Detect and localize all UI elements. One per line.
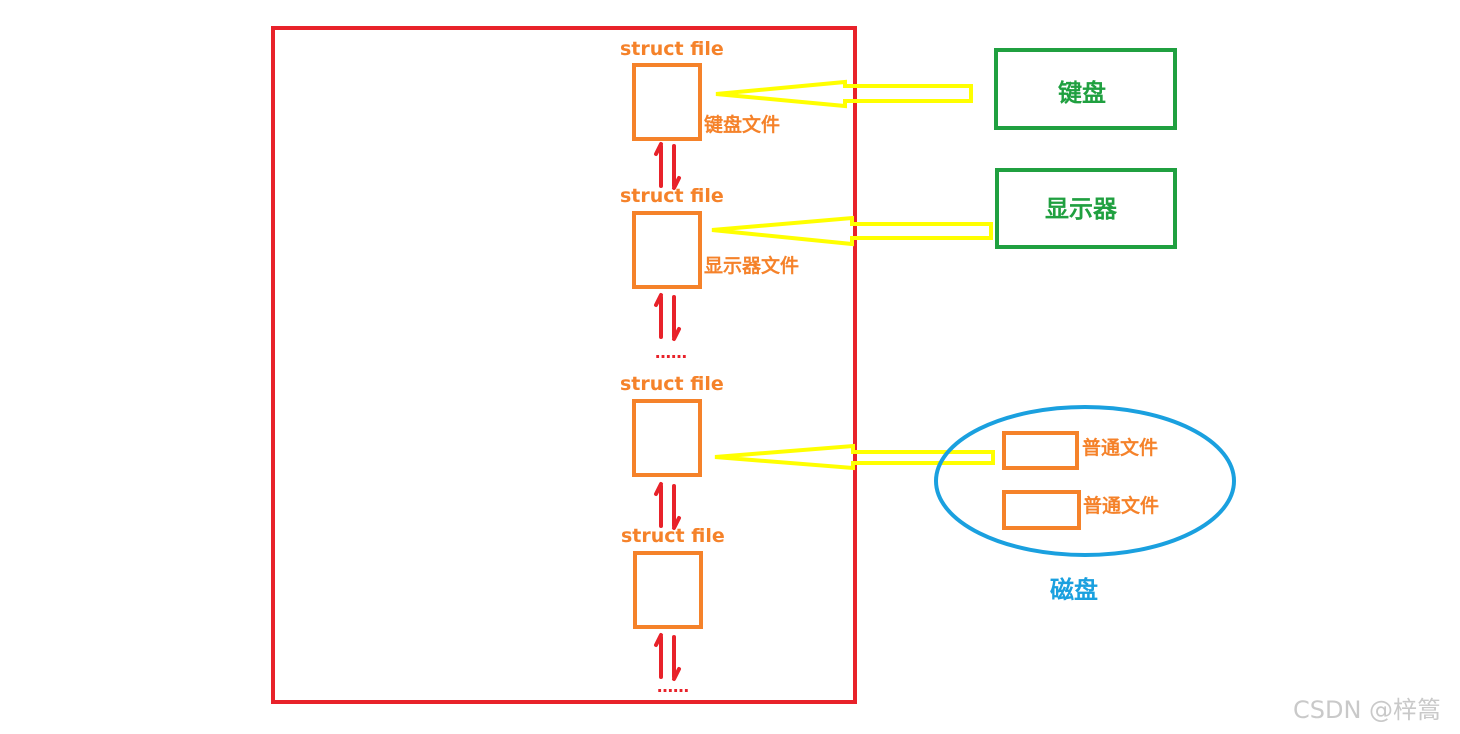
struct-file-box-1 [632, 63, 702, 141]
monitor-device-box [995, 168, 1177, 249]
monitor-to-file-arrow [711, 215, 993, 247]
link-arrow-2 [654, 293, 681, 341]
disk-file-box-1 [1002, 431, 1079, 470]
link-arrow-1 [654, 142, 681, 190]
keyboard-file-label: 键盘文件 [703, 113, 780, 136]
ellipsis-2: …… [657, 677, 689, 696]
struct-file-box-2 [632, 211, 702, 289]
struct-file-label-4: struct file [621, 525, 725, 547]
struct-file-label-2: struct file [620, 185, 724, 207]
keyboard-to-file-arrow [715, 79, 973, 109]
disk-file-label-2: 普通文件 [1083, 494, 1159, 517]
disk-file-box-2 [1002, 490, 1081, 530]
disk-label: 磁盘 [1050, 576, 1098, 604]
disk-file-label-1: 普通文件 [1082, 436, 1158, 459]
struct-file-box-3 [632, 399, 702, 477]
watermark-text: CSDN @梓篙 [1293, 696, 1441, 724]
disk-ellipse [934, 405, 1236, 557]
keyboard-device-label: 键盘 [1058, 79, 1106, 107]
link-arrow-3 [654, 482, 681, 530]
monitor-device-label: 显示器 [1045, 195, 1118, 223]
process-container [271, 26, 857, 704]
ellipsis-1: …… [655, 343, 687, 362]
keyboard-device-box [994, 48, 1177, 130]
link-arrow-4 [654, 633, 681, 681]
disk-to-file-arrow [714, 443, 995, 471]
struct-file-label-3: struct file [620, 373, 724, 395]
monitor-file-label: 显示器文件 [704, 254, 799, 277]
struct-file-label-1: struct file [620, 38, 724, 60]
struct-file-box-4 [633, 551, 703, 629]
